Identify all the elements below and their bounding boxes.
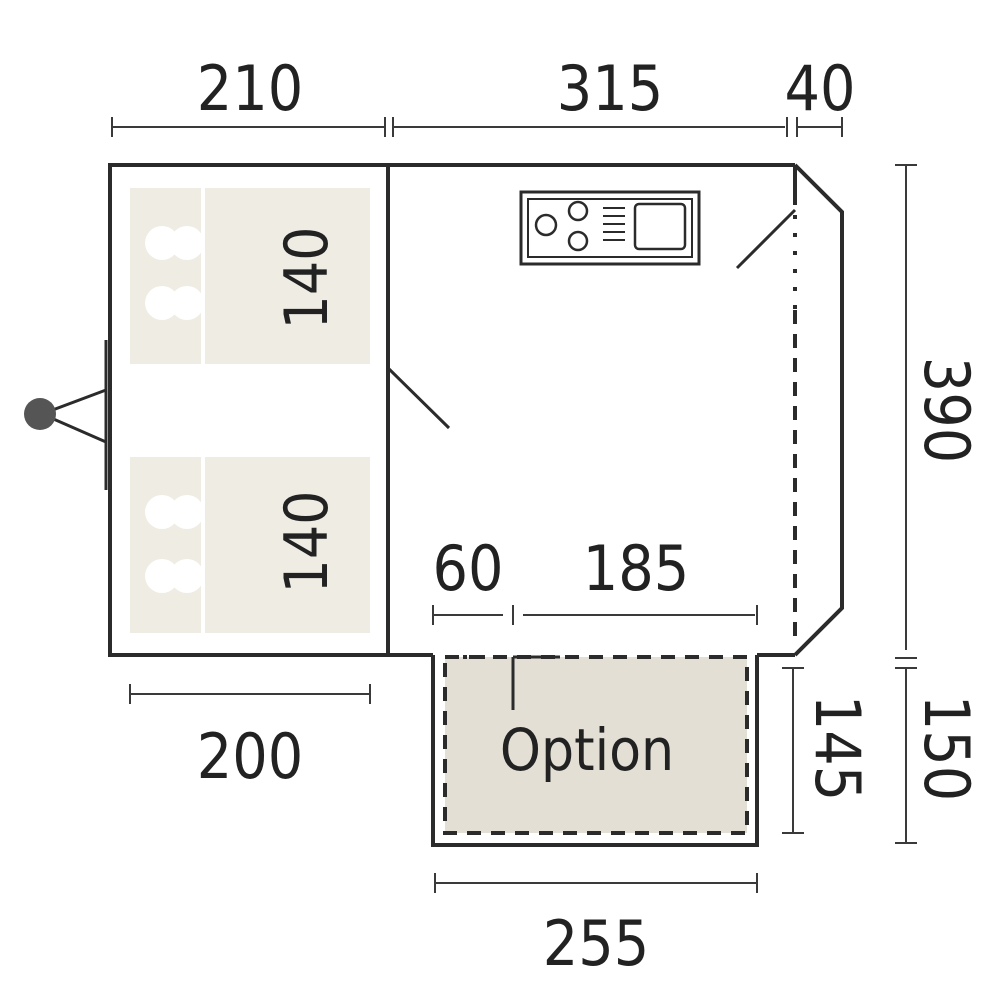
bedroom-outline [108,163,390,657]
burner-icon [534,213,558,237]
tow-hitch-icon [24,340,108,490]
dim-label-option-inner: 145 [801,695,874,801]
dim-label-option-width: 185 [583,532,689,605]
option-extension: Option [431,655,759,847]
option-area [445,657,747,833]
hitch-ball [24,398,56,430]
pillow-icon [145,286,179,320]
dim-label-option-total: 255 [543,907,649,980]
dim-label-top-left: 210 [197,52,303,125]
door-swing [386,366,451,430]
bed-surface [130,457,370,633]
stove-sink-icon [519,190,701,266]
burner-icon [567,230,589,252]
bed-surface [130,188,370,364]
sink-icon [633,202,687,251]
dim-label-option-outer: 150 [910,695,983,801]
pillow-icon [170,559,204,593]
top-dimension-group: 210 315 40 [111,52,856,137]
dim-label-right-total: 390 [910,357,983,463]
pillow-icon [170,495,204,529]
dim-label-top-right: 40 [785,52,856,125]
pillow-icon [145,226,179,260]
pillow-icon [145,495,179,529]
bedroom-door [386,165,451,655]
pillow-icon [145,559,179,593]
right-dimension-group: 390 150 145 [782,164,983,844]
front-bay [735,163,844,657]
pillow-icon [170,286,204,320]
bottom-dimension-group: 200 255 60 185 [129,532,758,980]
caravan-walls [108,163,797,657]
bed-bottom: 140 [130,457,370,633]
burner-icon [567,200,589,222]
dim-label-top-mid: 315 [557,52,663,125]
dim-label-bottom-left: 200 [197,720,303,793]
dim-label-option-offset: 60 [433,532,504,605]
entrance-door-swing [735,208,797,270]
bed-top: 140 [130,188,370,364]
bed-width-label: 140 [272,226,342,329]
bed-width-label: 140 [272,490,342,593]
option-label: Option [500,716,674,784]
pillow-icon [170,226,204,260]
